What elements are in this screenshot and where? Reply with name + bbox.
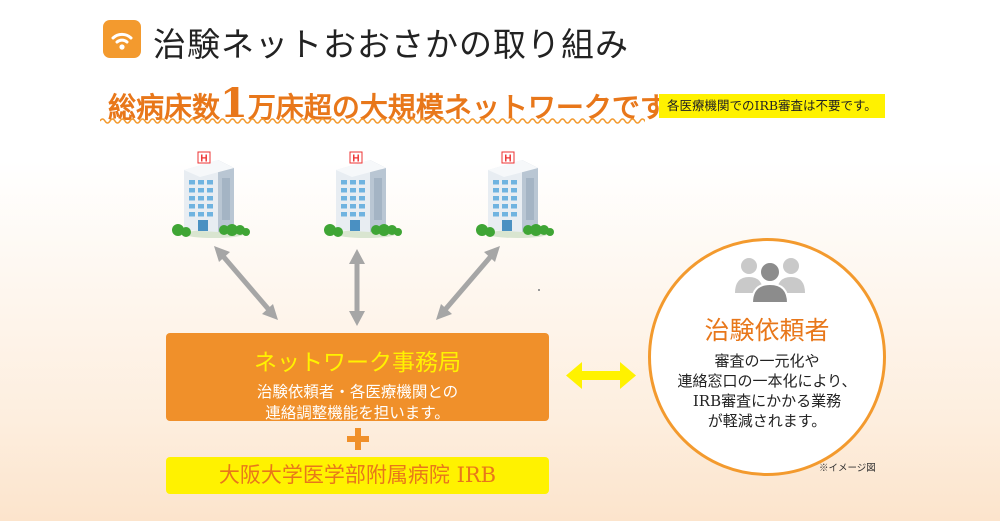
stray-dot [538, 289, 540, 291]
network-office-desc-1: 治験依頼者・各医療機関との [256, 383, 459, 401]
hospital-sign: H [352, 154, 359, 165]
bush-shape [324, 224, 336, 236]
wavy-underline [100, 118, 645, 124]
page-title: 治験ネットおおさかの取り組み [153, 25, 629, 64]
bush-shape [476, 224, 488, 236]
client-circle: 治験依頼者 審査の一元化や 連絡窓口の一本化により、 IRB審査にかかる業務 が… [648, 238, 886, 476]
bush-shape [523, 225, 533, 235]
bush-shape [394, 228, 402, 236]
plus-icon [347, 428, 369, 450]
wifi-pin-icon [103, 20, 141, 58]
bush-shape [226, 224, 238, 236]
bush-shape [172, 224, 184, 236]
irb-box: 大阪大学医学部附属病院 IRB [166, 457, 549, 494]
client-title: 治験依頼者 [704, 316, 830, 345]
bush-shape [485, 227, 495, 237]
hospital-arrow-right [436, 246, 500, 320]
hospital-arrow-left [214, 246, 278, 320]
client-double-arrow [566, 362, 636, 389]
network-office-desc-2: 連絡調整機能を担います。 [265, 404, 450, 422]
bush-shape [181, 227, 191, 237]
hospital-building-icon: H [322, 150, 404, 238]
hospital-building-icon: H [474, 150, 556, 238]
bush-shape [219, 225, 229, 235]
subtitle-part2: 万床超の大規模ネットワークです! [247, 91, 681, 124]
hospital-sign: H [200, 154, 207, 165]
bush-shape [378, 224, 390, 236]
network-office-title: ネットワーク事務局 [254, 350, 461, 376]
bush-shape [371, 225, 381, 235]
client-desc-line: 連絡窓口の一本化により、 [677, 372, 857, 390]
bush-shape [530, 224, 542, 236]
people-icon [735, 258, 805, 303]
network-office-box: ネットワーク事務局 治験依頼者・各医療機関との 連絡調整機能を担います。 [166, 333, 549, 422]
client-desc-line: IRB審査にかかる業務 [692, 392, 842, 410]
client-desc-line: 審査の一元化や [714, 352, 820, 370]
hospital-arrow-center [349, 249, 365, 326]
client-desc-line: が軽減されます。 [707, 412, 827, 430]
client-desc: 審査の一元化や 連絡窓口の一本化により、 IRB審査にかかる業務 が軽減されます… [651, 351, 883, 431]
hospital-building-icon: H [170, 150, 252, 238]
hospital-sign: H [504, 154, 511, 165]
image-note: ※イメージ図 [819, 463, 876, 474]
bush-shape [242, 228, 250, 236]
bush-shape [333, 227, 343, 237]
bush-shape [546, 228, 554, 236]
irb-note-badge: 各医療機関でのIRB審査は不要です。 [659, 94, 885, 118]
